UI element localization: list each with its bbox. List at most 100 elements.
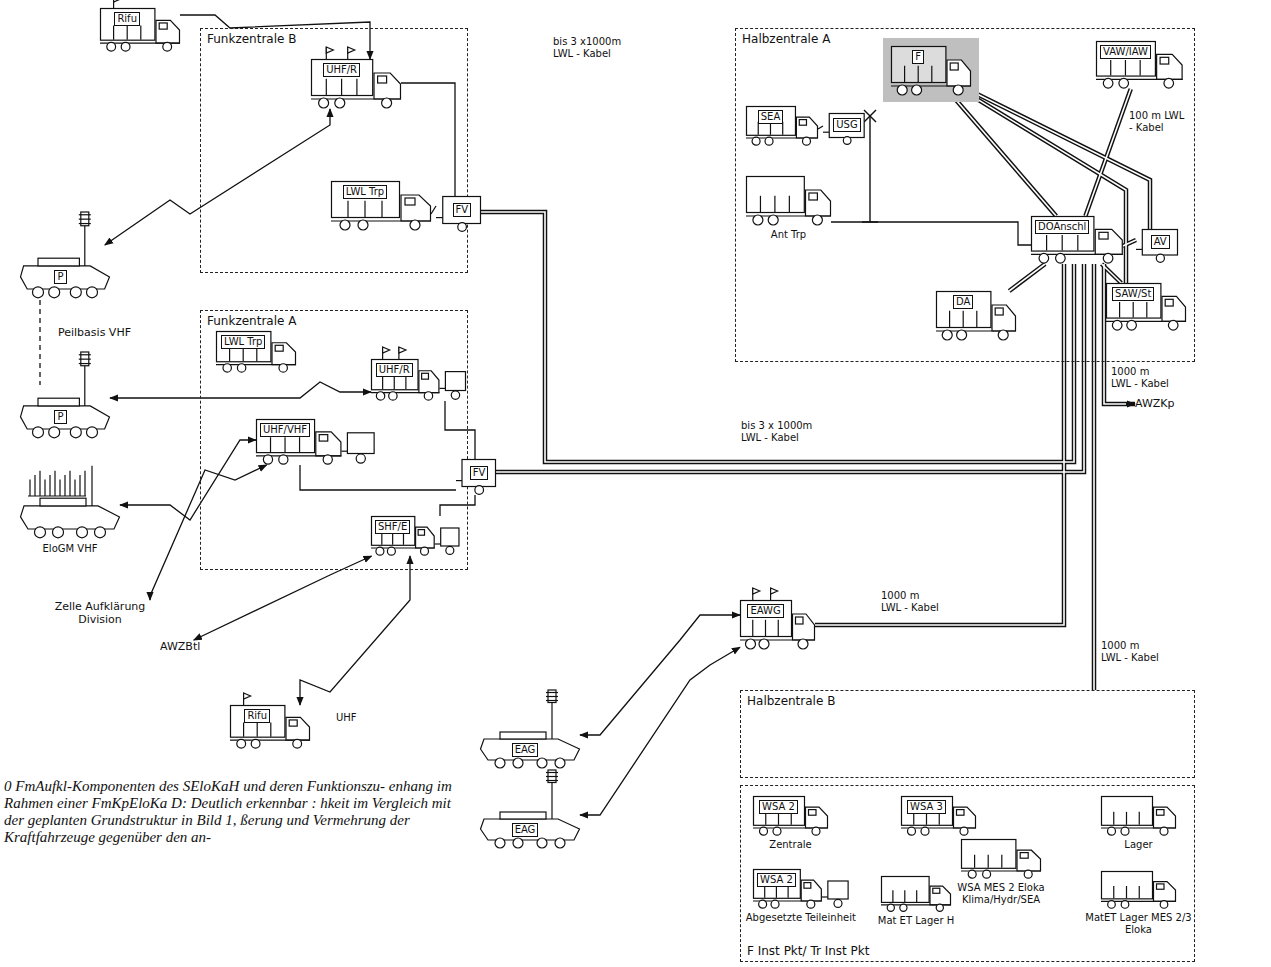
- group-heading: Halbzentrale A: [742, 32, 830, 46]
- armoured-vehicle: EAG: [480, 800, 580, 850]
- baseline-link: [39, 300, 40, 385]
- vehicle-drawing: [881, 876, 951, 912]
- truck-vehicle: DA: [936, 291, 1016, 341]
- vehicle-plate: EAG: [512, 743, 539, 757]
- truck-vehicle: F: [891, 46, 971, 96]
- wire: [431, 206, 436, 214]
- vehicle-drawing: [1101, 871, 1176, 909]
- vehicle-drawing: [1101, 796, 1176, 836]
- group-frame: WSA 2ZentraleWSA 3LagerWSA 2Abgesetzte T…: [740, 785, 1195, 962]
- vehicle-drawing: [100, 8, 180, 52]
- cable-core: [1102, 264, 1122, 283]
- cable-label: 1000 m LWL - Kabel: [1110, 366, 1173, 390]
- group-heading: F Inst Pkt/ Tr Inst Pkt: [747, 944, 870, 958]
- trailer-vehicle: AV: [1136, 229, 1178, 263]
- vehicle-caption: MatET Lager MES 2/3 Eloka: [1079, 912, 1199, 936]
- vehicle-plate: LWL Trp: [221, 335, 265, 349]
- vehicle-plate: Rifu: [114, 12, 140, 26]
- vehicle-caption: Lager: [1124, 839, 1152, 851]
- radio-link: [580, 615, 740, 735]
- truck-vehicle: WSA 3: [901, 796, 976, 836]
- fibre-cable: [496, 264, 1084, 472]
- group-frame: Halbzentrale B: [740, 690, 1195, 778]
- truck-vehicle: Rifu: [100, 8, 180, 52]
- cable-core: [953, 96, 1057, 216]
- truck-vehicle: WSA 2Zentrale: [753, 796, 828, 836]
- vehicle-plate: F: [912, 50, 924, 64]
- vehicle-drawing: [20, 485, 120, 540]
- truck-vehicle: LWL Trp: [216, 331, 296, 373]
- endpoint-label: Zelle Aufklärung Division: [40, 600, 160, 626]
- vehicle-plate: P: [54, 270, 66, 284]
- truck-vehicle: SHF/E: [371, 516, 459, 556]
- truck-vehicle: UHF/R: [371, 359, 466, 401]
- fibre-cable: [481, 212, 1074, 462]
- fibre-cable: [815, 264, 1064, 625]
- radio-link: [150, 465, 267, 600]
- truck-vehicle: DOAnschl: [1031, 216, 1123, 264]
- radio-link: [110, 382, 371, 398]
- cable-label: bis 3 x1000m LWL - Kabel: [552, 36, 626, 60]
- cable-core: [1009, 264, 1045, 291]
- vehicle-plate: WSA 2: [757, 873, 796, 887]
- wire: [440, 495, 475, 516]
- radio-link: [194, 556, 372, 640]
- truck-vehicle: WSA 2Abgesetzte Teileinheit: [753, 869, 849, 909]
- group-frame: FVAW/IAWSEAUSGAnt TrpDOAnschlAVDASAW/StH…: [735, 28, 1195, 362]
- trailer-vehicle: FV: [436, 196, 481, 232]
- vehicle-drawing: [936, 291, 1016, 341]
- cable-label: 1000 m LWL - Kabel: [880, 590, 943, 614]
- truck-vehicle: UHF/R: [311, 59, 401, 109]
- truck-vehicle: LWL Trp: [331, 181, 431, 231]
- vehicle-drawing: [961, 839, 1041, 879]
- vehicle-caption: Zentrale: [769, 839, 811, 851]
- vehicle-plate: WSA 3: [907, 800, 946, 814]
- cable-label: 1000 m LWL - Kabel: [1100, 640, 1163, 664]
- group-frame: LWL TrpUHF/RUHF/VHFFVSHF/EFunkzentrale A: [200, 310, 468, 570]
- group-heading: Funkzentrale B: [207, 32, 296, 46]
- wire: [300, 465, 456, 490]
- trailer-vehicle: FV: [456, 459, 496, 495]
- armoured-vehicle: P: [20, 385, 110, 440]
- vehicle-plate: LWL Trp: [343, 185, 387, 199]
- radio-link: [105, 109, 330, 245]
- endpoint-text: AWZBtl: [160, 640, 200, 653]
- cable-label: 100 m LWL - Kabel: [1128, 110, 1191, 134]
- vehicle-plate: UHF/R: [376, 363, 413, 377]
- cable-core: [1123, 240, 1136, 246]
- group-heading: Funkzentrale A: [207, 314, 296, 328]
- vehicle-drawing: [746, 176, 831, 226]
- truck-vehicle: MatET Lager MES 2/3 Eloka: [1101, 871, 1176, 909]
- armoured-vehicle: EAG: [480, 720, 580, 770]
- fibre-cable: [1092, 264, 1097, 690]
- wire: [445, 401, 475, 459]
- endpoint-label: AWZKp: [1135, 397, 1175, 410]
- vehicle-plate: WSA 2: [759, 800, 798, 814]
- truck-vehicle: EAWG: [740, 600, 815, 650]
- wire: [818, 126, 823, 129]
- endpoint-text: Zelle Aufklärung Division: [40, 600, 160, 626]
- truck-vehicle: Lager: [1101, 796, 1176, 836]
- vehicle-plate: UHF/VHF: [260, 423, 310, 437]
- vehicle-caption: EloGM VHF: [43, 543, 98, 555]
- radio-link: [580, 647, 740, 815]
- truck-vehicle: VAW/IAW: [1096, 41, 1183, 89]
- armoured-vehicle: P: [20, 245, 110, 300]
- truck-vehicle: SAW/St: [1106, 283, 1186, 331]
- vehicle-plate: Rifu: [244, 709, 270, 723]
- vehicle-plate: P: [54, 410, 66, 424]
- vehicle-plate: USG: [833, 118, 860, 132]
- vehicle-caption: Mat ET Lager H: [878, 915, 954, 927]
- group-frame: UHF/RLWL TrpFVFunkzentrale B: [200, 28, 468, 273]
- wire: [831, 222, 1031, 245]
- truck-vehicle: Mat ET Lager H: [881, 876, 951, 912]
- vehicle-plate: FV: [453, 203, 472, 217]
- vehicle-caption: WSA MES 2 Eloka Klima/Hydr/SEA: [941, 882, 1061, 906]
- vehicle-caption: Abgesetzte Teileinheit: [746, 912, 856, 924]
- cable-core: [815, 264, 1064, 625]
- vehicle-caption: Ant Trp: [771, 229, 806, 241]
- vehicle-plate: SHF/E: [375, 520, 410, 534]
- vehicle-plate: AV: [1151, 235, 1170, 249]
- endpoint-text: AWZKp: [1135, 397, 1175, 410]
- cable-core: [1085, 89, 1130, 216]
